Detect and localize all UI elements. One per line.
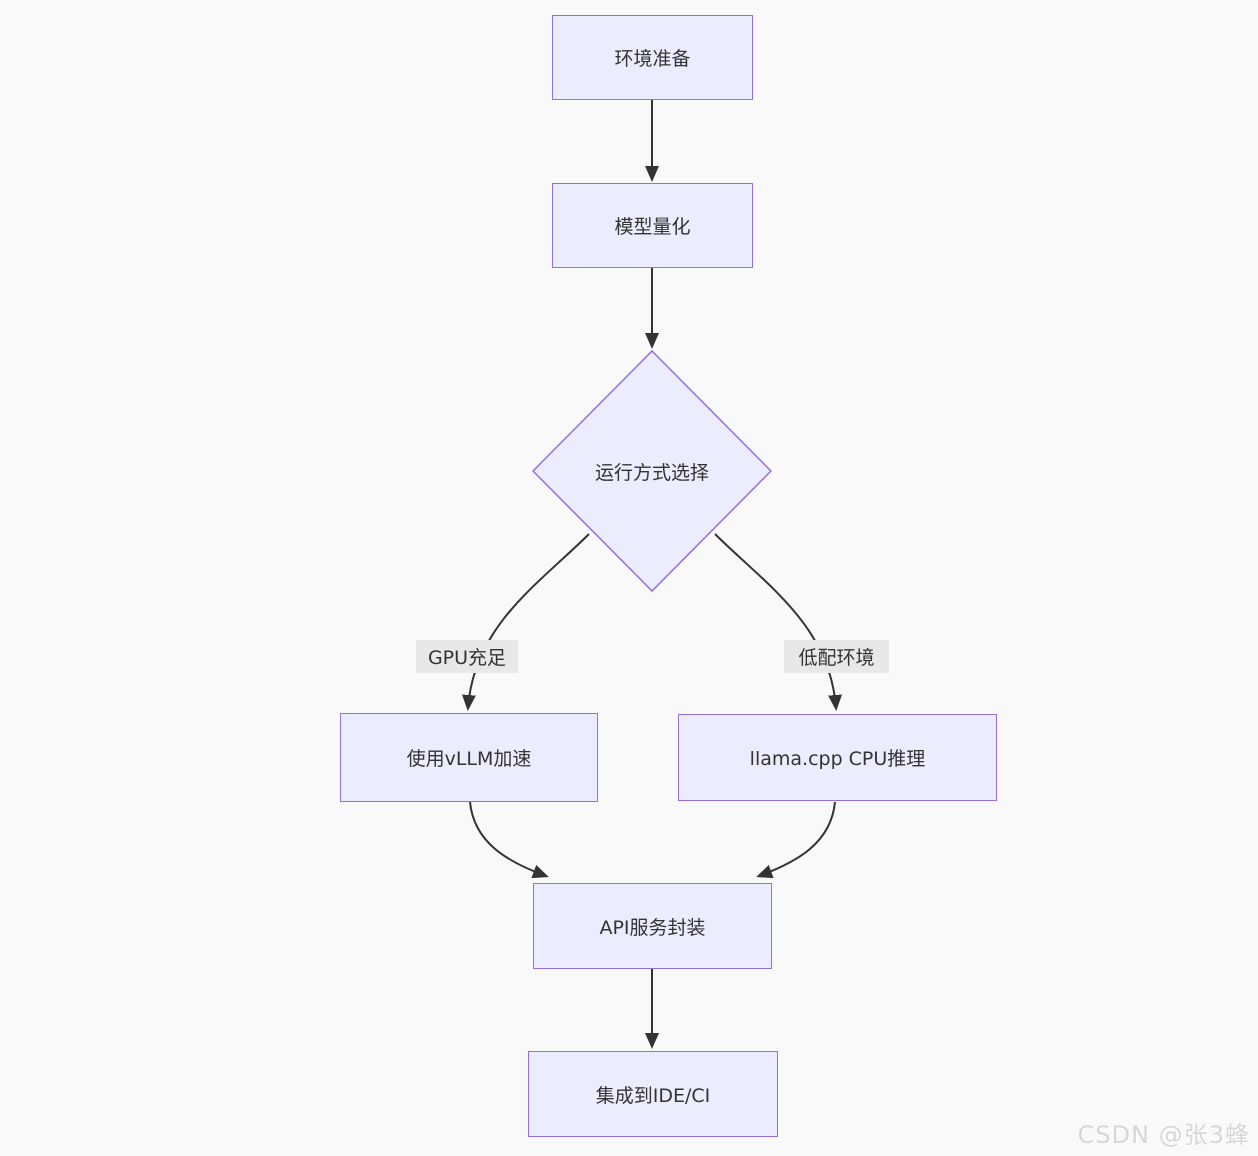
edge-label-gpu: GPU充足 — [416, 640, 518, 673]
edge-label-gpu-text: GPU充足 — [427, 647, 507, 669]
node-api[interactable]: API服务封装 — [533, 883, 772, 969]
node-ide-ci-label: 集成到IDE/CI — [595, 1084, 711, 1107]
node-vllm[interactable]: 使用vLLM加速 — [340, 713, 598, 802]
node-mode-choice[interactable]: 运行方式选择 — [542, 451, 762, 491]
edge-choice-to-vllm — [461, 533, 590, 711]
node-llamacpp-label: llama.cpp CPU推理 — [749, 748, 926, 770]
edge-label-lowspec-text: 低配环境 — [798, 647, 875, 669]
node-llamacpp[interactable]: llama.cpp CPU推理 — [678, 714, 997, 801]
watermark: CSDN @张3蜂 — [1077, 1121, 1250, 1149]
node-mode-choice-label: 运行方式选择 — [594, 461, 709, 484]
node-api-label: API服务封装 — [599, 916, 706, 939]
edge-llamacpp-to-api — [756, 801, 836, 879]
edge-choice-to-llamacpp — [714, 533, 843, 711]
node-quantize-label: 模型量化 — [614, 216, 691, 238]
edge-label-lowspec: 低配环境 — [784, 640, 889, 673]
node-env-label: 环境准备 — [614, 48, 691, 70]
node-ide-ci[interactable]: 集成到IDE/CI — [528, 1051, 778, 1137]
node-quantize[interactable]: 模型量化 — [552, 183, 753, 268]
decision-diamond-shape[interactable] — [531, 349, 773, 593]
edge-vllm-to-api — [469, 801, 549, 879]
node-vllm-label: 使用vLLM加速 — [406, 748, 532, 770]
node-env[interactable]: 环境准备 — [552, 15, 753, 100]
